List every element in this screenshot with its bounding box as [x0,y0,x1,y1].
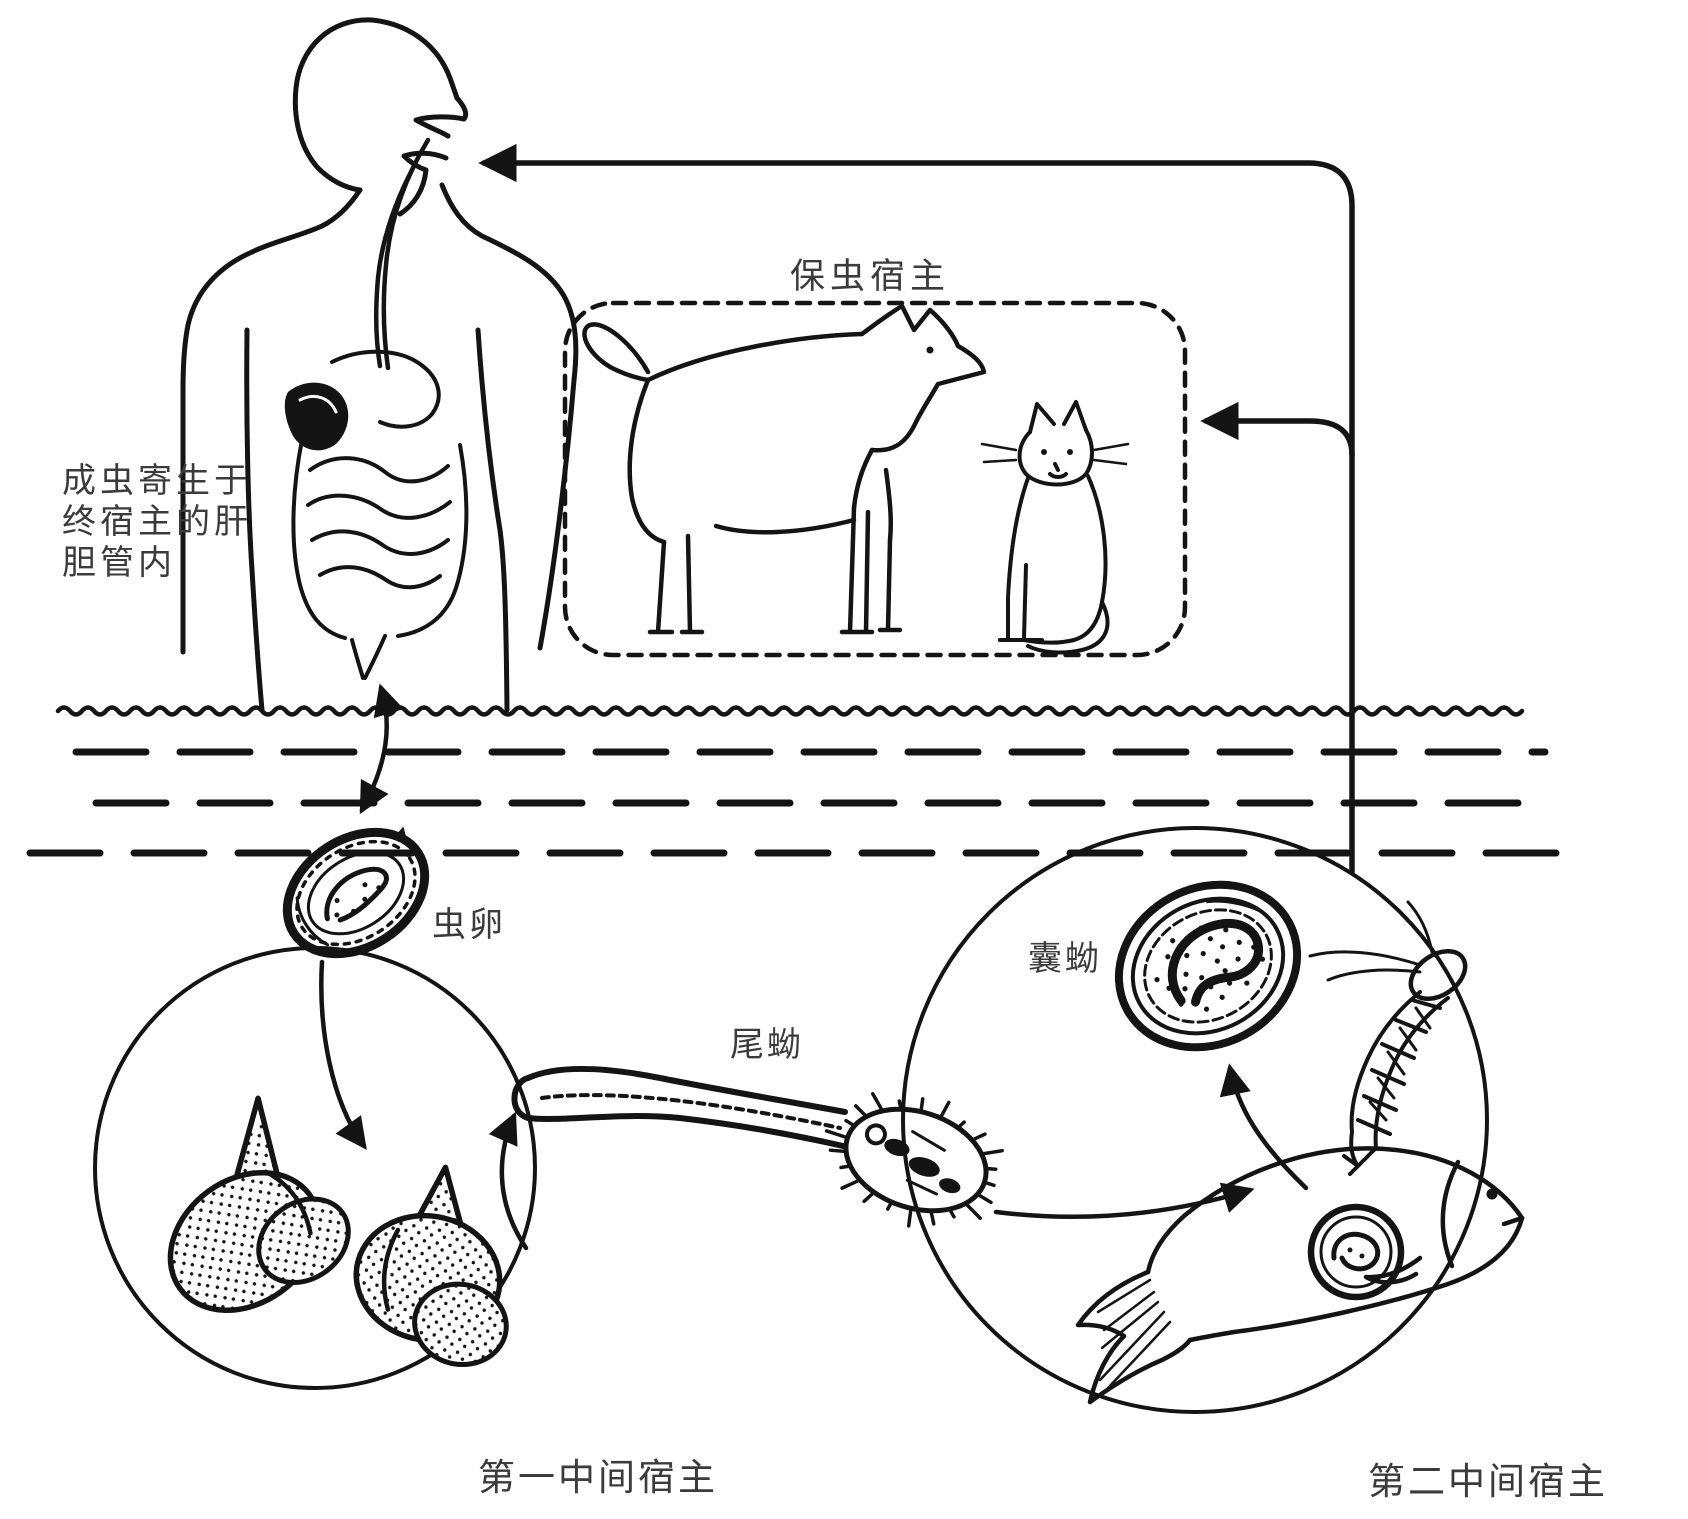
cat-figure [980,400,1130,655]
second-host-circle [901,826,1489,1414]
cercaria-label: 尾蚴 [730,1026,804,1064]
egg-to-snail-arrow [319,959,367,1150]
human-figure [180,17,579,713]
shrimp-legs [1368,1006,1432,1122]
egg-shed-arrow [359,683,404,815]
second-intermediate-host-label: 第二中间宿主 [1368,1461,1608,1503]
fish-cyst [1307,1203,1405,1301]
metacercaria-label: 囊蚴 [1028,940,1102,978]
egg-label: 虫卵 [432,906,506,944]
digestive-tract [291,349,469,680]
shrimp-figure [1308,900,1468,1176]
first-intermediate-host-label: 第一中间宿主 [478,1457,718,1499]
reservoir-arrow [1200,401,1355,458]
adult-site-label-line3: 胆管内 [62,544,176,582]
cat-tail [1026,600,1110,655]
ingestion-arrow [478,143,1355,875]
dog-tail [582,322,651,383]
reservoir-host-label: 保虫宿主 [790,257,950,296]
snail-to-cercaria-arrow [488,1111,529,1251]
ground-line [55,705,1525,717]
liver [284,382,349,451]
cercaria-to-fish-arrow [993,1182,1255,1219]
water-dashed-lines [26,748,1562,857]
human-torso [180,182,579,713]
fish-tail [1075,1269,1193,1405]
fish-to-metacercaria-arrow [1219,1063,1309,1191]
fish-figure [1075,1146,1525,1405]
esophagus [374,137,431,371]
snail-right [353,1164,509,1368]
cercaria-figure [511,1066,1004,1228]
adult-site-label-line1: 成虫寄生于 [62,462,252,500]
cat-whiskers [980,442,1130,466]
shrimp-antennae [1308,900,1434,982]
cercaria-body [824,1092,1004,1228]
metacercaria-figure [1114,880,1302,1052]
adult-site-label-line2: 终宿主的肝 [62,503,252,541]
dog-figure [582,303,987,635]
arrows [319,143,1355,1251]
egg-figure [282,826,430,959]
cercaria-tail [511,1066,848,1149]
snail-left [167,1095,351,1313]
